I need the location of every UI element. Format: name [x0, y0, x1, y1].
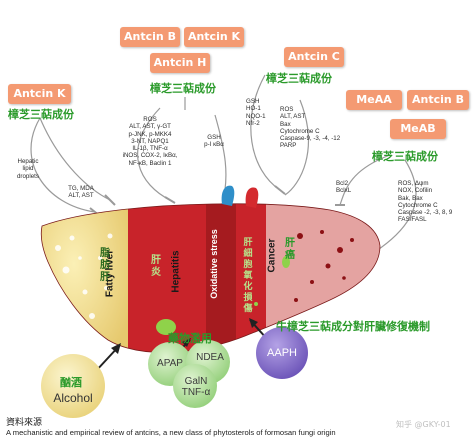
drug-abuse-label: 藥物濫用	[168, 332, 212, 345]
galn-tnf-label: GalN TNF-α	[181, 376, 211, 398]
gene-list-gsh-center: GSH p-I κBα	[204, 134, 224, 149]
fatty-liver-zh: 脂肪肝	[100, 248, 110, 283]
aaph-bubble	[256, 327, 308, 379]
antcin-k-top-box: Antcin K	[184, 27, 244, 47]
alcohol-label: Alcohol	[53, 391, 93, 405]
hepatitis-zh: 肝炎	[151, 255, 161, 278]
gene-list-gsh-ho1: GSH HO-1 NQO-1 Nfr-2	[246, 98, 266, 127]
oxidative-stress-zone	[206, 203, 236, 353]
gene-list-right-center: ROS ALT, AST Bax Cytochrome C Caspase-9,…	[280, 106, 341, 150]
gene-list-right: ROS, Δψm NOX, Cofilin Bak, Bax Cytochrom…	[398, 180, 453, 224]
inducer-bubbles	[41, 327, 308, 418]
cancer-label: Cancer	[266, 238, 278, 273]
arrowheads	[111, 318, 258, 354]
antcin-h-box: Antcin H	[150, 53, 210, 73]
fat-droplets	[55, 233, 113, 319]
compound-label-right: 樟芝三萜成份	[372, 150, 438, 163]
gene-list-tg-mda: TG, MDA ALT, AST	[68, 185, 94, 200]
ndea-label: NDEA	[196, 352, 224, 363]
meab-box: MeAB	[390, 119, 446, 139]
hepatitis-label: Hepatitis	[170, 250, 182, 293]
cancer-zh: 肝癌	[285, 238, 295, 261]
oxidative-stress-label: Oxidative stress	[209, 229, 219, 299]
hepatic-vessel	[221, 185, 235, 206]
antcin-k-left-box: Antcin K	[8, 84, 71, 104]
alcohol-zh-label: 酗酒	[60, 376, 82, 389]
repair-mechanism-caption: 牛樟芝三萜成分對肝臟修復機制	[276, 320, 430, 333]
compound-label-right-center: 樟芝三萜成份	[266, 72, 332, 85]
gene-list-bcl: Bcl2 BclxL	[336, 180, 352, 195]
alcohol-bubble	[41, 354, 105, 418]
lesion-spots	[156, 256, 290, 335]
oxidative-damage-zh: 肝細胞氧化損傷	[243, 238, 253, 314]
compound-label-center: 樟芝三萜成份	[150, 82, 216, 95]
watermark: 知乎 @GKY-01	[396, 420, 451, 429]
antcin-b-top-box: Antcin B	[120, 27, 180, 47]
gene-list-center: ROS ALT, AST, γ-GT p-JNK, p-MKK4 3-NT, N…	[122, 116, 178, 167]
source-label: 資料來源	[6, 418, 43, 428]
tumor-spots	[294, 230, 354, 302]
meaa-box: MeAA	[346, 90, 402, 110]
antcin-c-box: Antcin C	[284, 47, 344, 67]
apap-label: APAP	[157, 358, 183, 369]
source-citation: A mechanistic and empirical review of an…	[6, 428, 336, 437]
aaph-label: AAPH	[267, 347, 297, 359]
gene-list-hepatic-lipid: Hepatic lipid droplets	[16, 158, 39, 180]
galn-bubble	[173, 364, 217, 408]
hepatic-artery	[245, 187, 259, 208]
antcin-b-right-box: Antcin B	[407, 90, 469, 110]
inhibition-lines	[30, 74, 417, 256]
compound-label-left: 樟芝三萜成份	[8, 108, 74, 121]
